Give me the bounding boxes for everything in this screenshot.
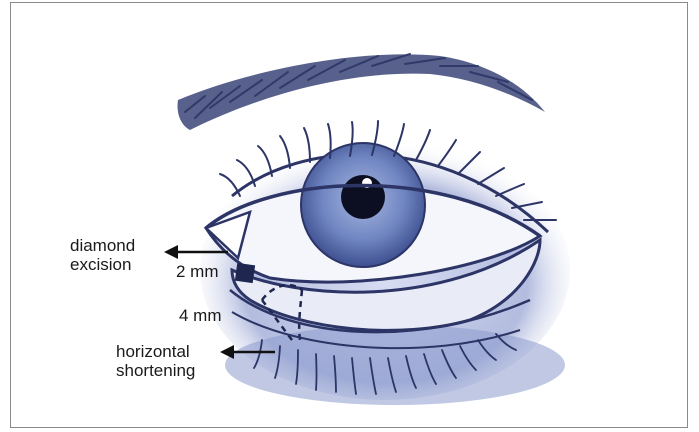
diamond-excision-label: diamond excision (70, 236, 135, 274)
two-mm-label: 2 mm (176, 262, 219, 281)
horizontal-shortening-label: horizontal shortening (116, 342, 195, 380)
eyebrow (178, 54, 546, 130)
horizontal-label-line2: shortening (116, 361, 195, 380)
diamond-label-line1: diamond (70, 236, 135, 255)
iris (301, 143, 425, 267)
four-mm-label: 4 mm (179, 306, 222, 325)
diamond-label-line2: excision (70, 255, 135, 274)
diamond-excision-mark (235, 263, 255, 283)
horizontal-label-line1: horizontal (116, 342, 195, 361)
